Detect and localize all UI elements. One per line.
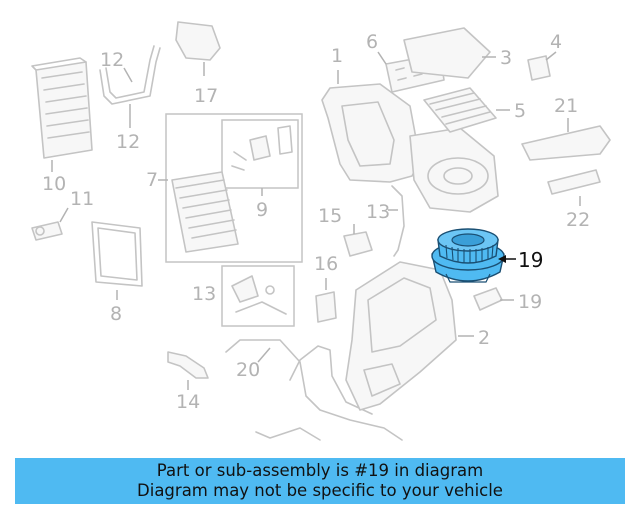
callout-8: 8 [110, 303, 122, 325]
callout-6: 6 [366, 31, 378, 53]
callout-1: 1 [331, 45, 343, 67]
callout-7: 7 [146, 169, 158, 191]
part-13-bracket [167, 351, 209, 379]
callout-14: 13 [366, 201, 390, 223]
part-23-duct [547, 169, 601, 195]
callout-13: 14 [176, 391, 200, 413]
callout-22: 21 [554, 95, 578, 117]
part-15-actuator [231, 275, 287, 315]
part-19-blower-motor [431, 228, 505, 283]
part-1-hvac-housing [321, 83, 499, 213]
callout-3: 3 [500, 47, 512, 69]
callout-20: 19 [518, 291, 542, 313]
part-18-cover [175, 21, 221, 61]
callout-21: 20 [236, 359, 260, 381]
part-5-filter [423, 87, 497, 133]
callout-23: 22 [566, 209, 590, 231]
part-11-sensor [31, 221, 63, 241]
callout-9: 9 [256, 199, 268, 221]
callout-16: 15 [318, 205, 342, 227]
part-17-module [315, 291, 337, 323]
part-9-valve [231, 125, 293, 171]
part-7-heater-core [171, 171, 239, 253]
part-16-actuator [343, 231, 373, 257]
callout-12-top: 12 [100, 49, 124, 71]
callout-12-bottom: 12 [116, 131, 140, 153]
part-12-tubes [99, 45, 161, 105]
callout-5: 5 [514, 100, 526, 122]
part-20-resistor [473, 287, 503, 311]
part-3-duct [403, 27, 491, 79]
callout-10: 10 [42, 173, 66, 195]
part-8-filter-frame [91, 221, 143, 287]
banner-line-1: Part or sub-assembly is #19 in diagram [156, 461, 484, 480]
info-banner: Part or sub-assembly is #19 in diagram D… [15, 458, 625, 504]
callout-19: 19 [518, 248, 543, 272]
callout-17: 16 [314, 253, 338, 275]
part-2-lower-housing [345, 261, 457, 411]
callout-18: 17 [194, 85, 218, 107]
part-21-harness [225, 339, 403, 441]
part-10-heater-core [31, 57, 93, 159]
part-4-clip [527, 55, 551, 81]
part-22-duct [521, 125, 611, 161]
callout-11: 11 [70, 188, 94, 210]
callout-4: 4 [550, 31, 562, 53]
callout-2: 2 [478, 327, 490, 349]
callout-15: 13 [192, 283, 216, 305]
part-14-hose [391, 185, 405, 257]
banner-line-2: Diagram may not be specific to your vehi… [137, 481, 503, 500]
parts-diagram: 10 11 8 12 12 17 7 9 [31, 21, 611, 441]
